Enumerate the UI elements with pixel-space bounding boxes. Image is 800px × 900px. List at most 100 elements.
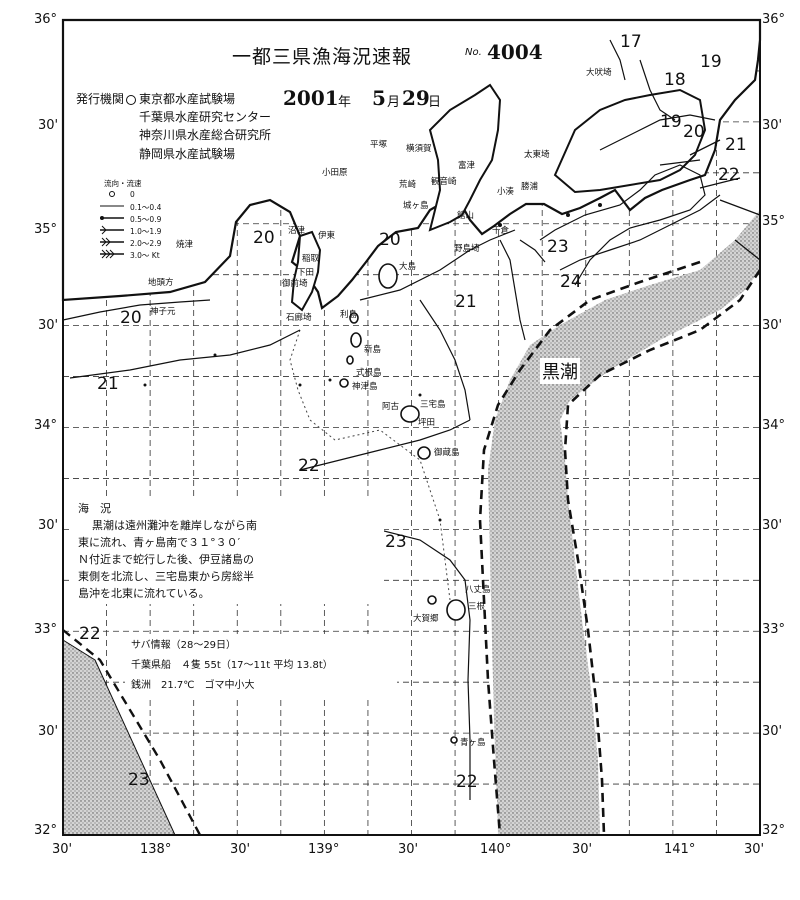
lon-label: 139° bbox=[308, 842, 340, 857]
day-unit: 日 bbox=[428, 95, 442, 110]
place-label: 沼津 bbox=[288, 226, 306, 236]
place-label: 稲取 bbox=[302, 254, 320, 264]
lon-label: 30' bbox=[744, 842, 765, 857]
lon-label: 30' bbox=[52, 842, 73, 857]
place-label: 城ヶ島 bbox=[403, 201, 429, 211]
legend-row: 0.1～0.4 bbox=[130, 203, 162, 212]
isotherm-label: 19 bbox=[660, 112, 682, 132]
place-label: 青ヶ島 bbox=[460, 738, 486, 748]
lat-label: 35° bbox=[34, 222, 58, 237]
issuer-name: 静岡県水産試験場 bbox=[139, 147, 236, 161]
place-label: 新島 bbox=[364, 345, 382, 355]
legend-arrow-icons bbox=[100, 191, 124, 259]
place-label: 千倉 bbox=[492, 226, 510, 236]
isotherm-label: 20 bbox=[253, 228, 275, 248]
isotherm-label: 23 bbox=[128, 770, 150, 790]
sea-conditions-line: 東側を北流し、三宅島東から房総半 bbox=[78, 570, 254, 583]
issuer-name: 千葉県水産研究センター bbox=[139, 110, 272, 124]
lon-label: 30' bbox=[230, 842, 251, 857]
place-label: 坪田 bbox=[418, 418, 436, 428]
place-label: 焼津 bbox=[176, 240, 194, 250]
place-label: 小田原 bbox=[322, 168, 348, 178]
isotherm-label: 22 bbox=[456, 772, 478, 792]
lon-label: 138° bbox=[140, 842, 172, 857]
lat-label-right: 36° bbox=[762, 12, 786, 27]
isotherm-label: 21 bbox=[725, 135, 747, 155]
place-label: 大吠埼 bbox=[586, 68, 612, 78]
isotherm-label: 21 bbox=[455, 292, 477, 312]
sea-conditions-line: 東に流れ、青ヶ島南で３１°３０′ bbox=[78, 536, 241, 549]
place-label: 神津島 bbox=[352, 382, 378, 392]
place-label: 大島 bbox=[399, 262, 417, 272]
legend-row: 1.0～1.9 bbox=[130, 227, 162, 236]
legend-row: 0 bbox=[130, 190, 135, 199]
place-label: 横須賀 bbox=[406, 144, 432, 154]
report-number-label: No. bbox=[465, 47, 482, 58]
lat-label: 30' bbox=[38, 724, 59, 739]
place-label: 勝浦 bbox=[521, 182, 539, 192]
place-label: 神子元 bbox=[150, 307, 176, 317]
saba-info-line: 千葉県船 ４隻 55t（17～11t 平均 13.8t） bbox=[131, 660, 333, 671]
lat-label-right: 34° bbox=[762, 418, 786, 433]
place-label: 館山 bbox=[457, 211, 475, 221]
lat-label-right: 33° bbox=[762, 622, 786, 637]
saba-info-box: サバ情報（28～29日） 千葉県船 ４隻 55t（17～11t 平均 13.8t… bbox=[125, 634, 397, 698]
place-label: 観音崎 bbox=[431, 177, 457, 187]
isotherm-label: 20 bbox=[120, 308, 142, 328]
month-unit: 月 bbox=[387, 95, 401, 110]
lat-label: 30' bbox=[38, 318, 59, 333]
isotherm-label: 24 bbox=[560, 272, 582, 292]
lat-label: 34° bbox=[34, 418, 58, 433]
lat-label: 30' bbox=[38, 518, 59, 533]
place-label: 野島埼 bbox=[454, 244, 480, 254]
isotherm-label: 17 bbox=[620, 32, 642, 52]
legend-row: 3.0～ Kt bbox=[130, 251, 160, 260]
isotherm-label: 19 bbox=[700, 52, 722, 72]
issuer-name: 神奈川県水産総合研究所 bbox=[139, 128, 272, 142]
report-title: 一都三県漁海況速報 bbox=[232, 46, 413, 68]
lon-label: 141° bbox=[664, 842, 696, 857]
isotherm-label: 23 bbox=[385, 532, 407, 552]
place-label: 平塚 bbox=[370, 140, 388, 150]
lon-label: 30' bbox=[398, 842, 419, 857]
sea-conditions-title: 海 況 bbox=[78, 502, 111, 515]
issuer-label: 発行機関 bbox=[76, 92, 125, 106]
islands bbox=[339, 263, 466, 744]
place-label: 伊東 bbox=[318, 231, 336, 241]
legend-row: 0.5～0.9 bbox=[130, 215, 162, 224]
issuer-name: 東京都水産試験場 bbox=[139, 92, 236, 106]
saba-info-title: サバ情報（28～29日） bbox=[131, 640, 237, 651]
sea-conditions-line: 黒潮は遠州灘沖を離岸しながら南 bbox=[92, 519, 257, 532]
sea-conditions-line: Ｎ付近まで蛇行した後、伊豆諸島の bbox=[78, 553, 254, 566]
isotherm-label: 20 bbox=[379, 230, 401, 250]
place-label: 地頭方 bbox=[148, 278, 174, 288]
place-label: 大賀郷 bbox=[413, 614, 439, 624]
lat-label-right: 32° bbox=[762, 823, 786, 838]
isotherm-label: 20 bbox=[683, 122, 705, 142]
tokyo-bay bbox=[428, 83, 502, 232]
report-year: 2001 bbox=[283, 86, 339, 110]
report-month: 5 bbox=[372, 86, 386, 110]
current-arrows bbox=[659, 139, 761, 261]
place-label: 富津 bbox=[458, 161, 476, 171]
place-label: 阿古 bbox=[382, 402, 400, 412]
isotherm-label: 23 bbox=[547, 237, 569, 257]
kuroshio-boundary-west bbox=[478, 260, 701, 836]
lat-label-right: 30' bbox=[762, 724, 783, 739]
place-label: 御前埼 bbox=[282, 279, 308, 289]
isotherm-label: 22 bbox=[298, 456, 320, 476]
legend-title: 流向・流速 bbox=[104, 179, 142, 188]
place-label: 小湊 bbox=[497, 187, 515, 197]
year-unit: 年 bbox=[338, 95, 352, 110]
circle-bullet-icon bbox=[126, 95, 136, 105]
lat-label: 33° bbox=[34, 622, 58, 637]
lon-label: 30' bbox=[572, 842, 593, 857]
place-label: 石廊埼 bbox=[286, 313, 312, 323]
lat-label-right: 30' bbox=[762, 518, 783, 533]
place-label: 三根 bbox=[468, 602, 486, 612]
lat-label: 36° bbox=[34, 12, 58, 27]
place-label: 三宅島 bbox=[420, 400, 446, 410]
report-number: 4004 bbox=[487, 40, 543, 64]
sea-conditions-line: 島沖を北東に流れている。 bbox=[78, 587, 210, 600]
isotherm-label: 22 bbox=[79, 624, 101, 644]
